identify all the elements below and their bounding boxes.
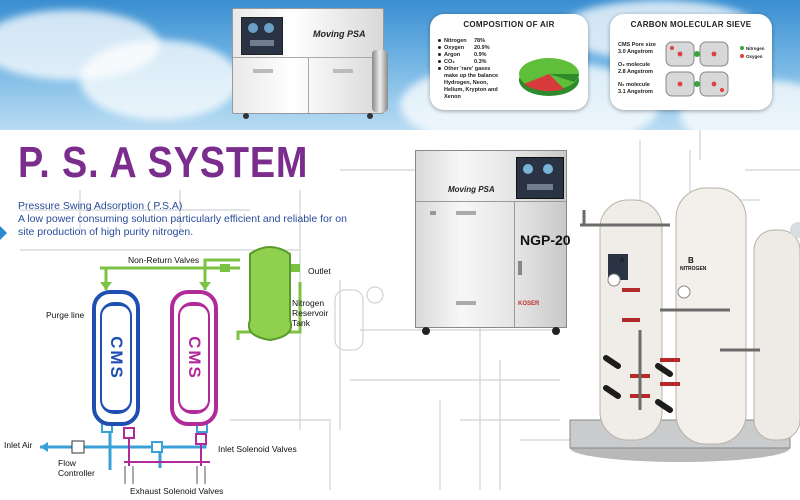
page-subtitle: Pressure Swing Adsorption ( P.S.A) — [18, 200, 183, 212]
flow-controller-label: Flow — [58, 458, 76, 468]
nitrogen-tank — [248, 246, 292, 342]
exhaust-solenoid-label: Exhaust Solenoid Valves — [130, 486, 224, 496]
inlet-valve — [123, 427, 135, 439]
legend-oxygen: Oxygen — [740, 54, 763, 59]
sieve-text: 3.0 Angstrom — [618, 49, 653, 55]
page-title: P. S. A SYSTEM — [18, 138, 309, 187]
green-valve — [220, 264, 230, 272]
tank-b-label: B — [688, 256, 694, 265]
psa-diagram — [40, 246, 302, 484]
purge-line-label: Purge line — [46, 310, 85, 320]
next-arrow-icon[interactable] — [790, 222, 800, 238]
non-return-valves-label: Non-Return Valves — [128, 255, 200, 265]
legend-nitrogen: Nitrogen — [740, 46, 765, 51]
air-pie-chart — [519, 58, 579, 96]
green-valve — [290, 264, 300, 272]
prev-arrow-icon[interactable] — [0, 226, 7, 240]
sieve-text: 3.1 Angstrom — [618, 89, 653, 95]
cms-label: CMS — [107, 336, 126, 380]
filter-unit — [372, 50, 388, 112]
tank-a-label: A — [620, 258, 625, 264]
sieve-text: 2.8 Angstrom — [618, 69, 653, 75]
sieve-text: N₂ molecule — [618, 82, 650, 88]
tank-b-sublabel: NITROGEN — [680, 266, 707, 272]
brand-badge: KOSER — [518, 301, 540, 307]
outlet-label: Outlet — [308, 266, 331, 276]
sieve-text: CMS Pore size — [618, 42, 656, 48]
inlet-solenoid-label: Inlet Solenoid Valves — [218, 444, 297, 454]
tank-label: Tank — [292, 318, 310, 328]
cms-column-right: CMS — [170, 290, 218, 426]
tank-label: Nitrogen — [292, 298, 325, 308]
rare-gases-note: make up the balance — [444, 73, 499, 79]
flow-controller — [71, 440, 85, 454]
flow-controller-label: Controller — [58, 468, 95, 478]
cms-label: CMS — [185, 336, 204, 380]
cabinet-label: Moving PSA — [448, 185, 495, 194]
blue-valve — [151, 441, 163, 453]
description-line: site production of high purity nitrogen. — [18, 226, 194, 238]
cabinet-panel — [516, 157, 564, 199]
sieve-card: CARBON MOLECULAR SIEVE CMS Pore size 3.0… — [610, 14, 772, 110]
model-label: NGP-20 — [520, 232, 571, 248]
sieve-title: CARBON MOLECULAR SIEVE — [630, 20, 752, 29]
inlet-air-label: Inlet Air — [4, 440, 33, 450]
sieve-text: O₂ molecule — [618, 62, 651, 68]
rare-gases-note: Helium, Krypton and — [444, 87, 498, 93]
non-return-valve — [100, 282, 112, 290]
composition-title: COMPOSITION OF AIR — [463, 20, 555, 29]
description-line: A low power consuming solution particula… — [18, 213, 347, 225]
inlet-valve — [195, 433, 207, 445]
cms-column-left: CMS — [92, 290, 140, 426]
generator-towers — [569, 187, 800, 462]
tank-label: Reservoir — [292, 308, 329, 318]
banner-machine: Moving PSA — [232, 8, 384, 119]
rare-gases-note: Other 'rare' gases — [438, 66, 490, 72]
sieve-diagram — [665, 41, 729, 97]
rare-gases-note: Hydrogen, Neon, — [444, 80, 489, 86]
control-panel — [241, 17, 283, 55]
banner-machine-label: Moving PSA — [313, 29, 366, 39]
ngp-cabinet: Moving PSA KOSER — [415, 150, 567, 335]
non-return-valve — [199, 282, 211, 290]
rare-gases-note: Xenon — [444, 94, 461, 100]
